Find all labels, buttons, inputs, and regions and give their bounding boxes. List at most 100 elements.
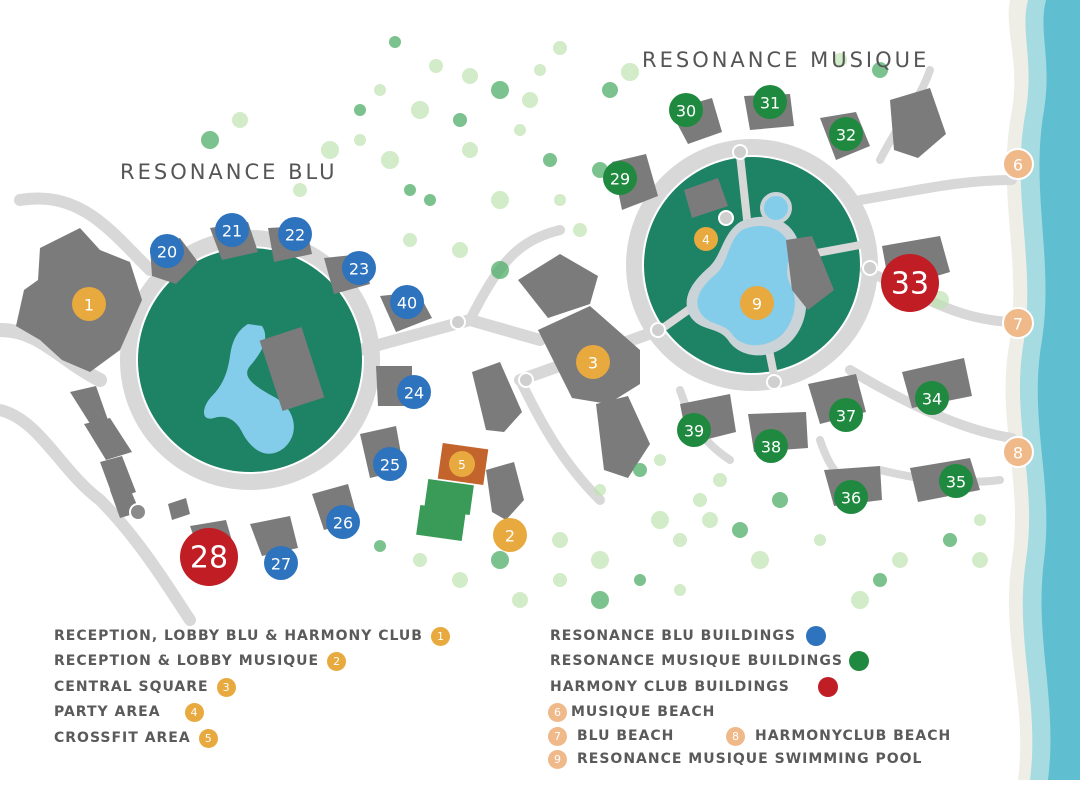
harmony-marker-label-33: 33 [891,267,929,302]
beach-marker-8 [1002,436,1034,468]
blu-marker-label-21: 21 [222,222,242,241]
musique-marker-34 [915,381,949,415]
amenity-marker-9 [740,286,774,320]
sea-deep [1037,0,1080,780]
tree-icon [374,540,386,552]
tree-icon [892,552,908,568]
beach-marker-icon: 7 [548,726,567,746]
tree-icon [673,533,687,547]
beach-marker-icon: 8 [726,726,745,746]
tree-icon [751,551,769,569]
blu-marker-label-23: 23 [349,260,369,279]
tree-icon [514,124,526,136]
amenity-marker-2 [493,518,527,552]
blu-marker-label-24: 24 [404,384,424,403]
legend-item-blu-buildings: RESONANCE BLU BUILDINGS [550,626,826,646]
tree-icon [591,591,609,609]
amenity-marker-icon: 2 [327,651,347,671]
tree-icon [702,512,718,528]
musique-marker-38 [754,429,788,463]
tree-icon [462,68,478,84]
amenity-marker-icon: 3 [216,677,236,697]
path-junctions [129,144,878,521]
tree-icon [429,59,443,73]
musique-marker-31 [753,85,787,119]
blu-marker-26 [326,505,360,539]
musique-marker-label-38: 38 [761,438,781,457]
tree-icon [594,484,606,496]
musique-spa-pool [760,192,792,224]
tree-icon [374,84,386,96]
harmony-marker-33 [881,254,939,312]
blu-marker-24 [397,375,431,409]
musique-marker-label-30: 30 [676,102,696,121]
blu-marker-label-22: 22 [285,226,305,245]
tree-icon [591,551,609,569]
tree-icon [552,532,568,548]
legend-item-harmony-buildings: HARMONY CLUB BUILDINGS [550,677,838,697]
tree-icon [462,142,478,158]
tree-icon [713,473,727,487]
tree-icon [554,194,566,206]
blu-marker-22 [278,217,312,251]
tree-icon [654,454,666,466]
tree-icon [354,104,366,116]
tree-icon [972,552,988,568]
tree-icon [522,92,538,108]
amenity-marker-label-5: 5 [458,458,466,472]
musique-marker-29 [603,161,637,195]
tree-icon [674,584,686,596]
tree-icon [453,113,467,127]
tree-icon [543,153,557,167]
beach-marker-label-8: 8 [1013,444,1023,463]
tree-icon [602,82,618,98]
tree-icon [732,522,748,538]
musique-marker-icon [848,651,869,671]
musique-marker-label-35: 35 [946,473,966,492]
amenity-marker-5 [449,451,475,477]
musique-marker-label-36: 36 [841,489,861,508]
blu-marker-label-40: 40 [397,294,417,313]
tree-icon [293,183,307,197]
musique-pool [697,226,795,346]
tree-icon [851,591,869,609]
amenity-marker-icon: 4 [184,702,204,722]
musique-marker-label-31: 31 [760,94,780,113]
blu-marker-label-27: 27 [271,555,291,574]
blu-marker-label-26: 26 [333,514,353,533]
tree-icon [573,223,587,237]
musique-marker-label-32: 32 [836,126,856,145]
tree-icon [321,141,339,159]
musique-marker-39 [677,413,711,447]
pool-marker-icon: 9 [548,749,567,769]
beach-marker-icon: 6 [548,702,567,722]
amenity-marker-label-3: 3 [588,354,598,373]
beach-marker-7 [1002,307,1034,339]
tree-icon [381,151,399,169]
tree-icon [491,551,509,569]
tree-icon [553,41,567,55]
tree-icon [872,62,888,78]
blu-marker-label-25: 25 [380,456,400,475]
pools [204,192,807,454]
blu-pool [204,324,294,454]
tree-icon [814,534,826,546]
tree-icon [413,553,427,567]
musique-marker-32 [829,117,863,151]
amenity-marker-1 [72,287,106,321]
musique-marker-36 [834,480,868,514]
tree-icon [424,194,436,206]
blu-marker-27 [264,546,298,580]
amenity-marker-label-2: 2 [505,527,515,546]
tree-icon [693,493,707,507]
tree-icon [772,492,788,508]
tree-icon [201,131,219,149]
tree-icon [974,514,986,526]
